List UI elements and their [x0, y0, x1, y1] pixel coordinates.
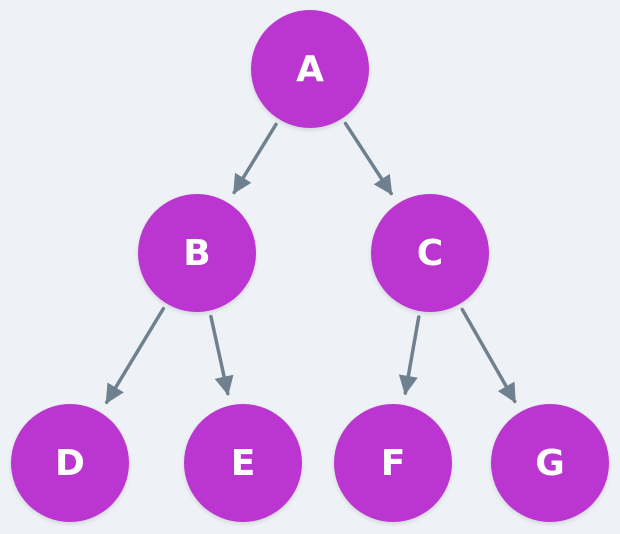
edge-b-d-arrow	[104, 306, 166, 404]
node-d-label: D	[55, 442, 85, 484]
node-a: A	[251, 10, 369, 128]
edge-c-g-arrow	[460, 307, 517, 404]
node-c: C	[371, 194, 489, 312]
node-f: F	[334, 404, 452, 522]
edge-a-b-arrow	[232, 122, 278, 195]
edge-b-e-arrow	[209, 314, 234, 396]
node-a-label: A	[296, 48, 324, 90]
node-e-label: E	[230, 442, 256, 484]
node-e: E	[184, 404, 302, 522]
node-g: G	[491, 404, 609, 522]
edge-c-f-arrow	[398, 315, 421, 395]
node-b: B	[138, 194, 256, 312]
node-g-label: G	[535, 442, 565, 484]
edge-a-c-arrow	[343, 121, 393, 196]
node-f-label: F	[380, 442, 406, 484]
node-c-label: C	[416, 232, 444, 274]
node-d: D	[11, 404, 129, 522]
node-b-label: B	[183, 232, 211, 274]
